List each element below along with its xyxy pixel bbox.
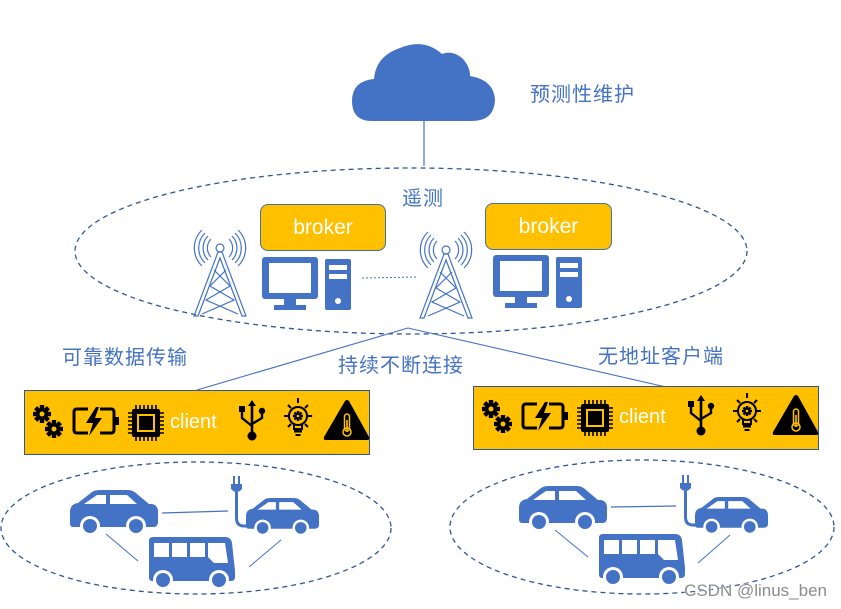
- broker-box-left: broker: [260, 204, 386, 251]
- vehicle-group-right: [519, 475, 768, 587]
- continuous-connection-label: 持续不断连接: [338, 353, 464, 377]
- car-icon: [70, 490, 158, 536]
- telemetry-ellipse: [74, 167, 748, 335]
- cell-tower-icon-right: [419, 231, 473, 319]
- bus-icon: [149, 537, 235, 590]
- cloud-icon: [352, 44, 495, 121]
- server-link-line: [361, 276, 419, 279]
- vehicle-link: [554, 529, 589, 558]
- broker-box-right: broker: [485, 203, 612, 250]
- computer-icon-right: [493, 255, 582, 308]
- client-bar-right: client: [473, 386, 819, 450]
- electric-car-icon: [680, 475, 768, 535]
- right-client-link: [407, 327, 667, 388]
- addressless-client-label: 无地址客户端: [598, 344, 724, 368]
- vehicle-link: [610, 505, 677, 508]
- vehicle-group-ellipse-left: [0, 461, 392, 595]
- vehicle-link: [248, 539, 282, 568]
- vehicle-group-ellipse-right: [449, 459, 835, 595]
- car-icon: [519, 486, 607, 532]
- electric-car-icon: [231, 476, 319, 536]
- left-client-link: [196, 327, 409, 391]
- predictive-maintenance-label: 预测性维护: [530, 82, 635, 106]
- vehicle-link: [697, 534, 731, 564]
- vehicle-link: [105, 533, 139, 562]
- watermark: CSDN @linus_ben: [684, 581, 827, 600]
- vehicle-group-left: [70, 476, 319, 590]
- vehicle-link: [161, 510, 229, 514]
- cell-tower-icon-left: [193, 229, 247, 317]
- client-bar-left: client: [24, 390, 370, 455]
- bus-icon: [599, 534, 685, 587]
- client-label-left: client: [170, 411, 217, 433]
- client-label-right: client: [619, 406, 666, 428]
- telemetry-label: 遥测: [402, 186, 444, 210]
- reliable-transmission-label: 可靠数据传输: [62, 345, 188, 369]
- computer-icon-left: [262, 257, 351, 310]
